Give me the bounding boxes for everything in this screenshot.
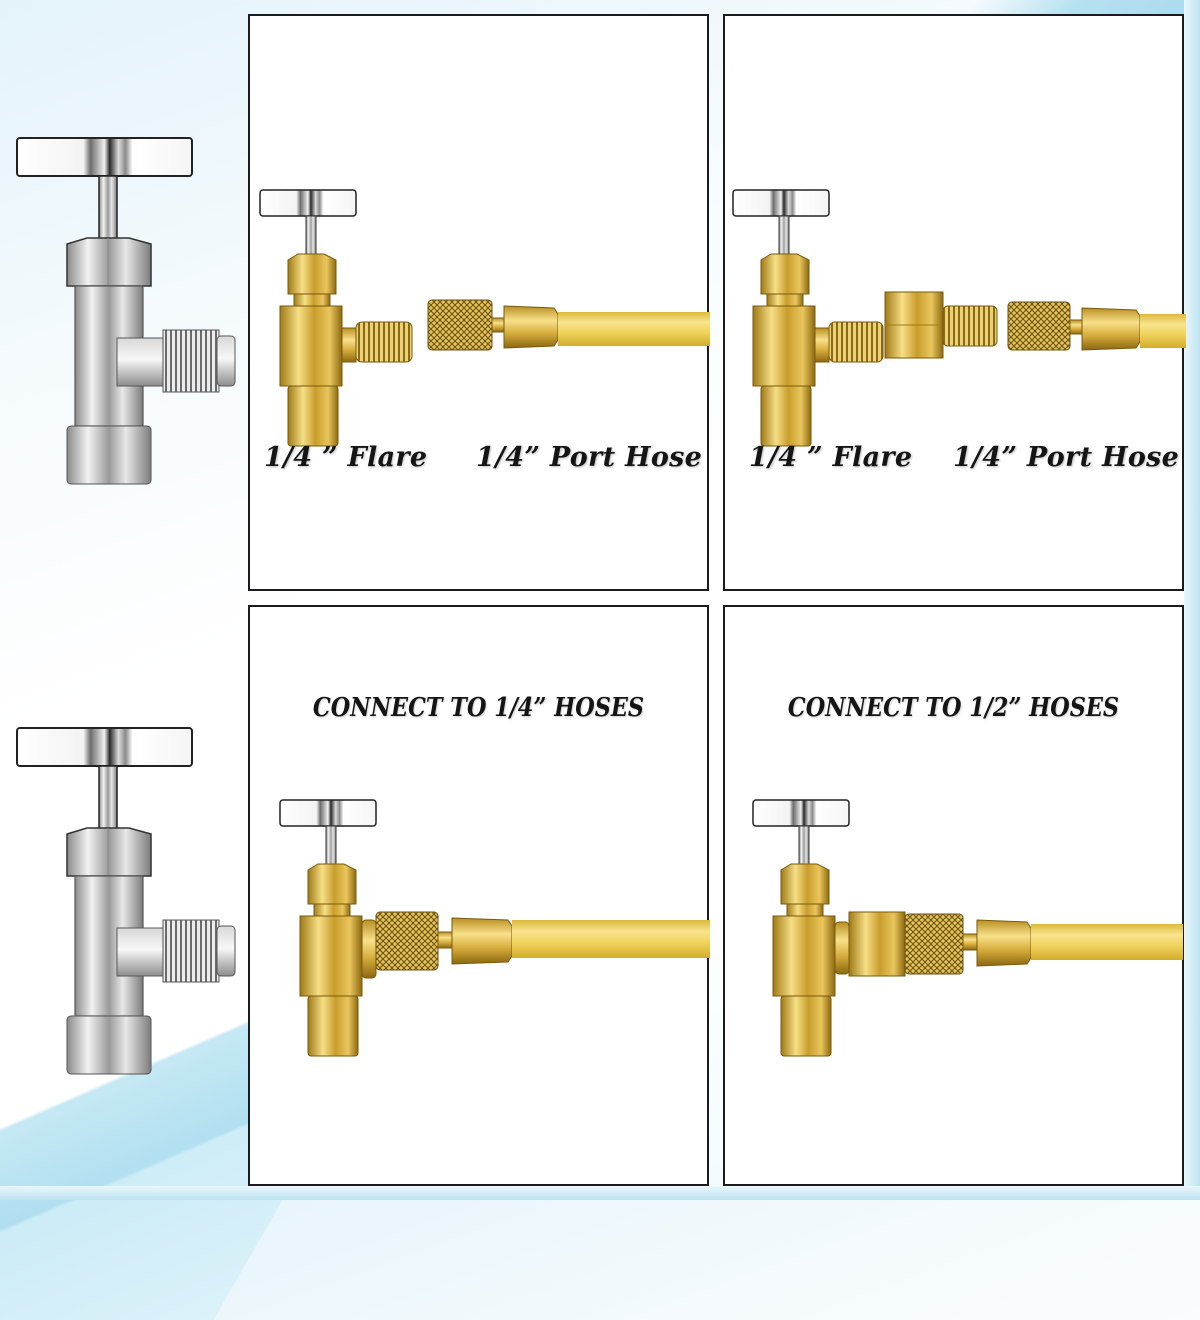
panel-heading: CONNECT TO 1/4” HOSES <box>312 693 645 723</box>
background-edge-right <box>1184 0 1200 1200</box>
panel-top-right: 1/4 ” Flare 1/4” Port Hose <box>723 14 1186 591</box>
port-hose-label: 1/4” Port Hose <box>476 442 703 473</box>
chrome-can-tap-valve-icon <box>16 727 236 1075</box>
flare-adapter-icon <box>884 291 998 359</box>
chrome-can-tap-valve-icon <box>16 137 236 485</box>
brass-valve-icon <box>732 189 884 447</box>
hose-connector-icon <box>427 299 710 351</box>
panel-bottom-right: CONNECT TO 1/2” HOSES <box>723 605 1184 1186</box>
brass-valve-connected-hose-icon <box>279 799 710 1057</box>
flare-label: 1/4 ” Flare <box>264 442 428 473</box>
flare-label: 1/4 ” Flare <box>749 442 913 473</box>
panel-heading: CONNECT TO 1/2” HOSES <box>787 693 1120 723</box>
panel-bottom-left: CONNECT TO 1/4” HOSES <box>248 605 710 1186</box>
panel-top-left: 1/4 ” Flare 1/4” Port Hose <box>248 14 710 591</box>
brass-valve-icon <box>259 189 413 447</box>
background-edge-bottom <box>0 1186 1200 1200</box>
brass-valve-adapter-connected-hose-icon <box>752 799 1183 1057</box>
port-hose-label: 1/4” Port Hose <box>953 442 1180 473</box>
hose-connector-icon <box>1007 301 1186 351</box>
